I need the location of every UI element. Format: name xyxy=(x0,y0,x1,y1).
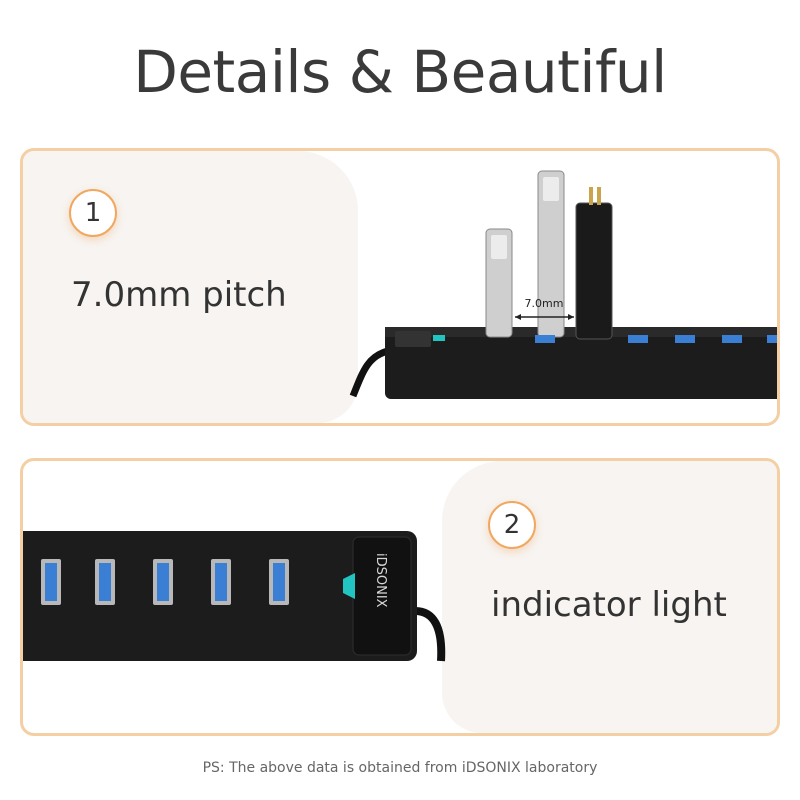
pitch-measurement-label: 7.0mm xyxy=(525,297,564,310)
feature-number-badge: 1 xyxy=(69,189,117,237)
feature-label: 7.0mm pitch xyxy=(71,275,287,315)
feature-label: indicator light xyxy=(491,585,727,625)
usb-hub-side-illustration: 7.0mm xyxy=(349,170,777,399)
brand-logo-text: iDSONIX xyxy=(373,553,388,608)
usb-hub-top-illustration: iDSONIX xyxy=(23,531,446,662)
page-title: Details & Beautiful xyxy=(133,38,667,106)
feature-card-pitch: 1 7.0mm pitch 7.0mm xyxy=(20,148,780,426)
feature-card-indicator: 2 indicator light iDSONIX xyxy=(20,458,780,736)
feature-number-badge: 2 xyxy=(488,501,536,549)
footnote: PS: The above data is obtained from iDSO… xyxy=(202,760,598,776)
